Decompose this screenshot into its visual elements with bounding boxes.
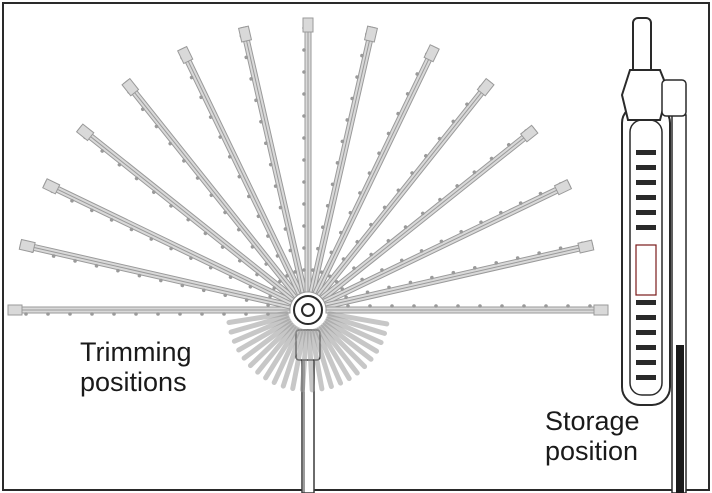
gear-tooth bbox=[316, 326, 352, 382]
trimming-blade-position bbox=[308, 25, 379, 294]
gear-tooth bbox=[241, 320, 293, 361]
guard-slot bbox=[636, 225, 656, 230]
trimming-blade-position bbox=[42, 178, 294, 306]
gear-tooth bbox=[271, 327, 302, 386]
gear-tooth bbox=[309, 329, 325, 392]
storage-label-line2: position bbox=[545, 436, 639, 466]
trimming-label-line2: positions bbox=[80, 367, 187, 397]
brand-mark bbox=[635, 244, 657, 296]
trimming-blade-position bbox=[18, 238, 292, 310]
trimming-positions-label: Trimming positions bbox=[80, 337, 192, 397]
trimming-blade-position bbox=[322, 179, 573, 306]
trimming-blade-position bbox=[316, 77, 495, 299]
gear-tooth bbox=[299, 329, 309, 393]
trimming-blade-position bbox=[75, 123, 297, 302]
gear-tooth bbox=[306, 329, 315, 393]
gear-tooth bbox=[236, 318, 292, 353]
pivot-hub bbox=[293, 295, 323, 325]
gear-tooth bbox=[324, 318, 380, 354]
guard-slot bbox=[636, 330, 656, 335]
trimming-blade-position bbox=[319, 124, 539, 302]
guard-slot bbox=[636, 195, 656, 200]
gear-tooth bbox=[322, 321, 374, 362]
guard-slot bbox=[636, 300, 656, 305]
trimming-blade-position bbox=[121, 77, 300, 299]
gear-tooth bbox=[280, 328, 304, 389]
guard-slot bbox=[636, 150, 656, 155]
gear-tooth bbox=[228, 313, 290, 335]
trimming-label-line1: Trimming bbox=[80, 337, 192, 367]
storage-position-trimmer bbox=[620, 17, 687, 493]
gear-tooth bbox=[325, 316, 384, 346]
gear-tooth bbox=[226, 310, 289, 326]
guard-slot bbox=[636, 360, 656, 365]
trimming-positions-fan bbox=[7, 17, 609, 316]
gear-tooth bbox=[321, 323, 368, 370]
guard-slot bbox=[636, 165, 656, 170]
gear-tooth bbox=[326, 313, 388, 336]
gear-tooth bbox=[314, 327, 344, 386]
guard-slot bbox=[636, 375, 656, 380]
gear-tooth bbox=[327, 311, 390, 327]
pivot-gear-teeth bbox=[226, 310, 390, 393]
gear-tooth bbox=[231, 316, 291, 344]
trimming-blade-position bbox=[324, 239, 595, 310]
gear-tooth bbox=[255, 324, 297, 375]
storage-blade-slots bbox=[636, 150, 656, 380]
storage-label-line1: Storage bbox=[545, 406, 640, 436]
gear-tooth bbox=[247, 322, 295, 369]
storage-position-label: Storage position bbox=[545, 406, 640, 466]
trimming-blade-position bbox=[177, 45, 304, 296]
gear-tooth bbox=[290, 329, 307, 392]
guard-slot bbox=[636, 180, 656, 185]
guard-slot bbox=[636, 315, 656, 320]
trimming-blade-position bbox=[302, 17, 314, 293]
guard-slot bbox=[636, 345, 656, 350]
trimming-blade-position bbox=[325, 304, 609, 316]
trimming-blade-position bbox=[312, 44, 440, 296]
gear-tooth bbox=[319, 324, 360, 376]
trimming-blade-position bbox=[237, 25, 308, 294]
gear-tooth bbox=[311, 328, 334, 390]
guard-slot bbox=[636, 210, 656, 215]
gear-tooth bbox=[263, 326, 299, 381]
